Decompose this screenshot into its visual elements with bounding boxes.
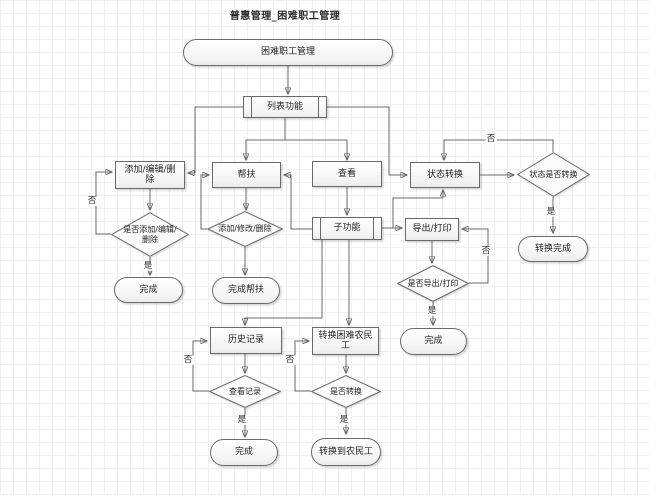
edge-label-yes-export: 是 bbox=[426, 305, 438, 316]
node-assist-label: 帮扶 bbox=[237, 169, 256, 180]
node-done-history: 完成 bbox=[210, 439, 278, 466]
node-done-add-label: 完成 bbox=[139, 284, 158, 295]
diamond-shape-icon bbox=[111, 212, 189, 257]
edge-label-no-convert: 否 bbox=[284, 354, 296, 365]
node-is-convert-label: 是否转换 bbox=[330, 386, 362, 396]
node-is-status-transform: 状态是否转换 bbox=[517, 152, 590, 197]
edge-label-no-add: 否 bbox=[86, 195, 98, 206]
node-export-print-label: 导出/打印 bbox=[412, 224, 452, 235]
diamond-shape-icon bbox=[311, 375, 381, 408]
node-view: 查看 bbox=[312, 161, 382, 187]
node-start-label: 困难职工管理 bbox=[260, 47, 315, 58]
diamond-shape-icon bbox=[397, 265, 469, 302]
node-export-print: 导出/打印 bbox=[405, 218, 459, 241]
node-is-export-print: 是否导出/打印 bbox=[397, 265, 469, 302]
node-convert-migrant-label: 转换困难农民工 bbox=[318, 330, 373, 351]
node-is-convert: 是否转换 bbox=[311, 375, 381, 408]
node-convert-to-migrant-label: 转换到农民工 bbox=[318, 446, 373, 457]
node-is-status-transform-label: 状态是否转换 bbox=[529, 169, 578, 179]
node-add-modify-delete: 添加/修改/删除 bbox=[207, 211, 283, 247]
node-convert-to-migrant: 转换到农民工 bbox=[311, 438, 381, 466]
edge-label-no-export: 否 bbox=[480, 245, 492, 256]
node-convert-migrant: 转换困难农民工 bbox=[312, 327, 379, 355]
node-sub-function: 子功能 bbox=[312, 217, 382, 240]
node-transform-done-label: 转换完成 bbox=[534, 243, 571, 254]
edge-label-yes-history: 是 bbox=[236, 414, 248, 425]
diagram-title: 普惠管理_困难职工管理 bbox=[229, 11, 341, 22]
node-view-label: 查看 bbox=[337, 168, 356, 179]
node-history: 历史记录 bbox=[210, 327, 282, 354]
edge-label-yes-add: 是 bbox=[142, 260, 154, 271]
node-list-function-label: 列表功能 bbox=[266, 101, 303, 112]
node-is-add-edit-delete-label: 是否添加/编辑/删除 bbox=[123, 225, 177, 244]
edge-label-no-status: 否 bbox=[485, 133, 497, 144]
node-transform-done: 转换完成 bbox=[518, 236, 588, 262]
node-done-history-label: 完成 bbox=[234, 447, 253, 458]
edge-label-no-history: 否 bbox=[182, 354, 194, 365]
diamond-shape-icon bbox=[517, 152, 590, 197]
node-start: 困难职工管理 bbox=[183, 39, 393, 66]
node-history-label: 历史记录 bbox=[227, 335, 264, 346]
node-add-edit-delete-label: 添加/编辑/删除 bbox=[124, 164, 176, 185]
node-list-function: 列表功能 bbox=[243, 96, 327, 118]
edge-label-yes-status: 是 bbox=[545, 206, 557, 217]
node-status-transform-label: 状态转换 bbox=[426, 169, 463, 180]
node-add-edit-delete: 添加/编辑/删除 bbox=[115, 161, 185, 189]
node-assist: 帮扶 bbox=[212, 162, 281, 188]
node-done-export-label: 完成 bbox=[424, 336, 443, 347]
node-add-modify-delete-label: 添加/修改/删除 bbox=[218, 224, 272, 234]
node-done-add: 完成 bbox=[114, 277, 183, 303]
node-view-record: 查看记录 bbox=[209, 375, 281, 408]
node-view-record-label: 查看记录 bbox=[229, 386, 261, 396]
diamond-shape-icon bbox=[209, 375, 281, 408]
node-is-add-edit-delete: 是否添加/编辑/删除 bbox=[111, 212, 189, 257]
node-done-assist: 完成帮扶 bbox=[212, 277, 280, 304]
node-sub-function-label: 子功能 bbox=[333, 223, 361, 234]
node-done-export: 完成 bbox=[400, 328, 467, 355]
node-status-transform: 状态转换 bbox=[410, 162, 480, 188]
node-is-export-print-label: 是否导出/打印 bbox=[407, 278, 459, 288]
edge-label-yes-convert: 是 bbox=[338, 414, 350, 425]
node-done-assist-label: 完成帮扶 bbox=[227, 285, 264, 296]
